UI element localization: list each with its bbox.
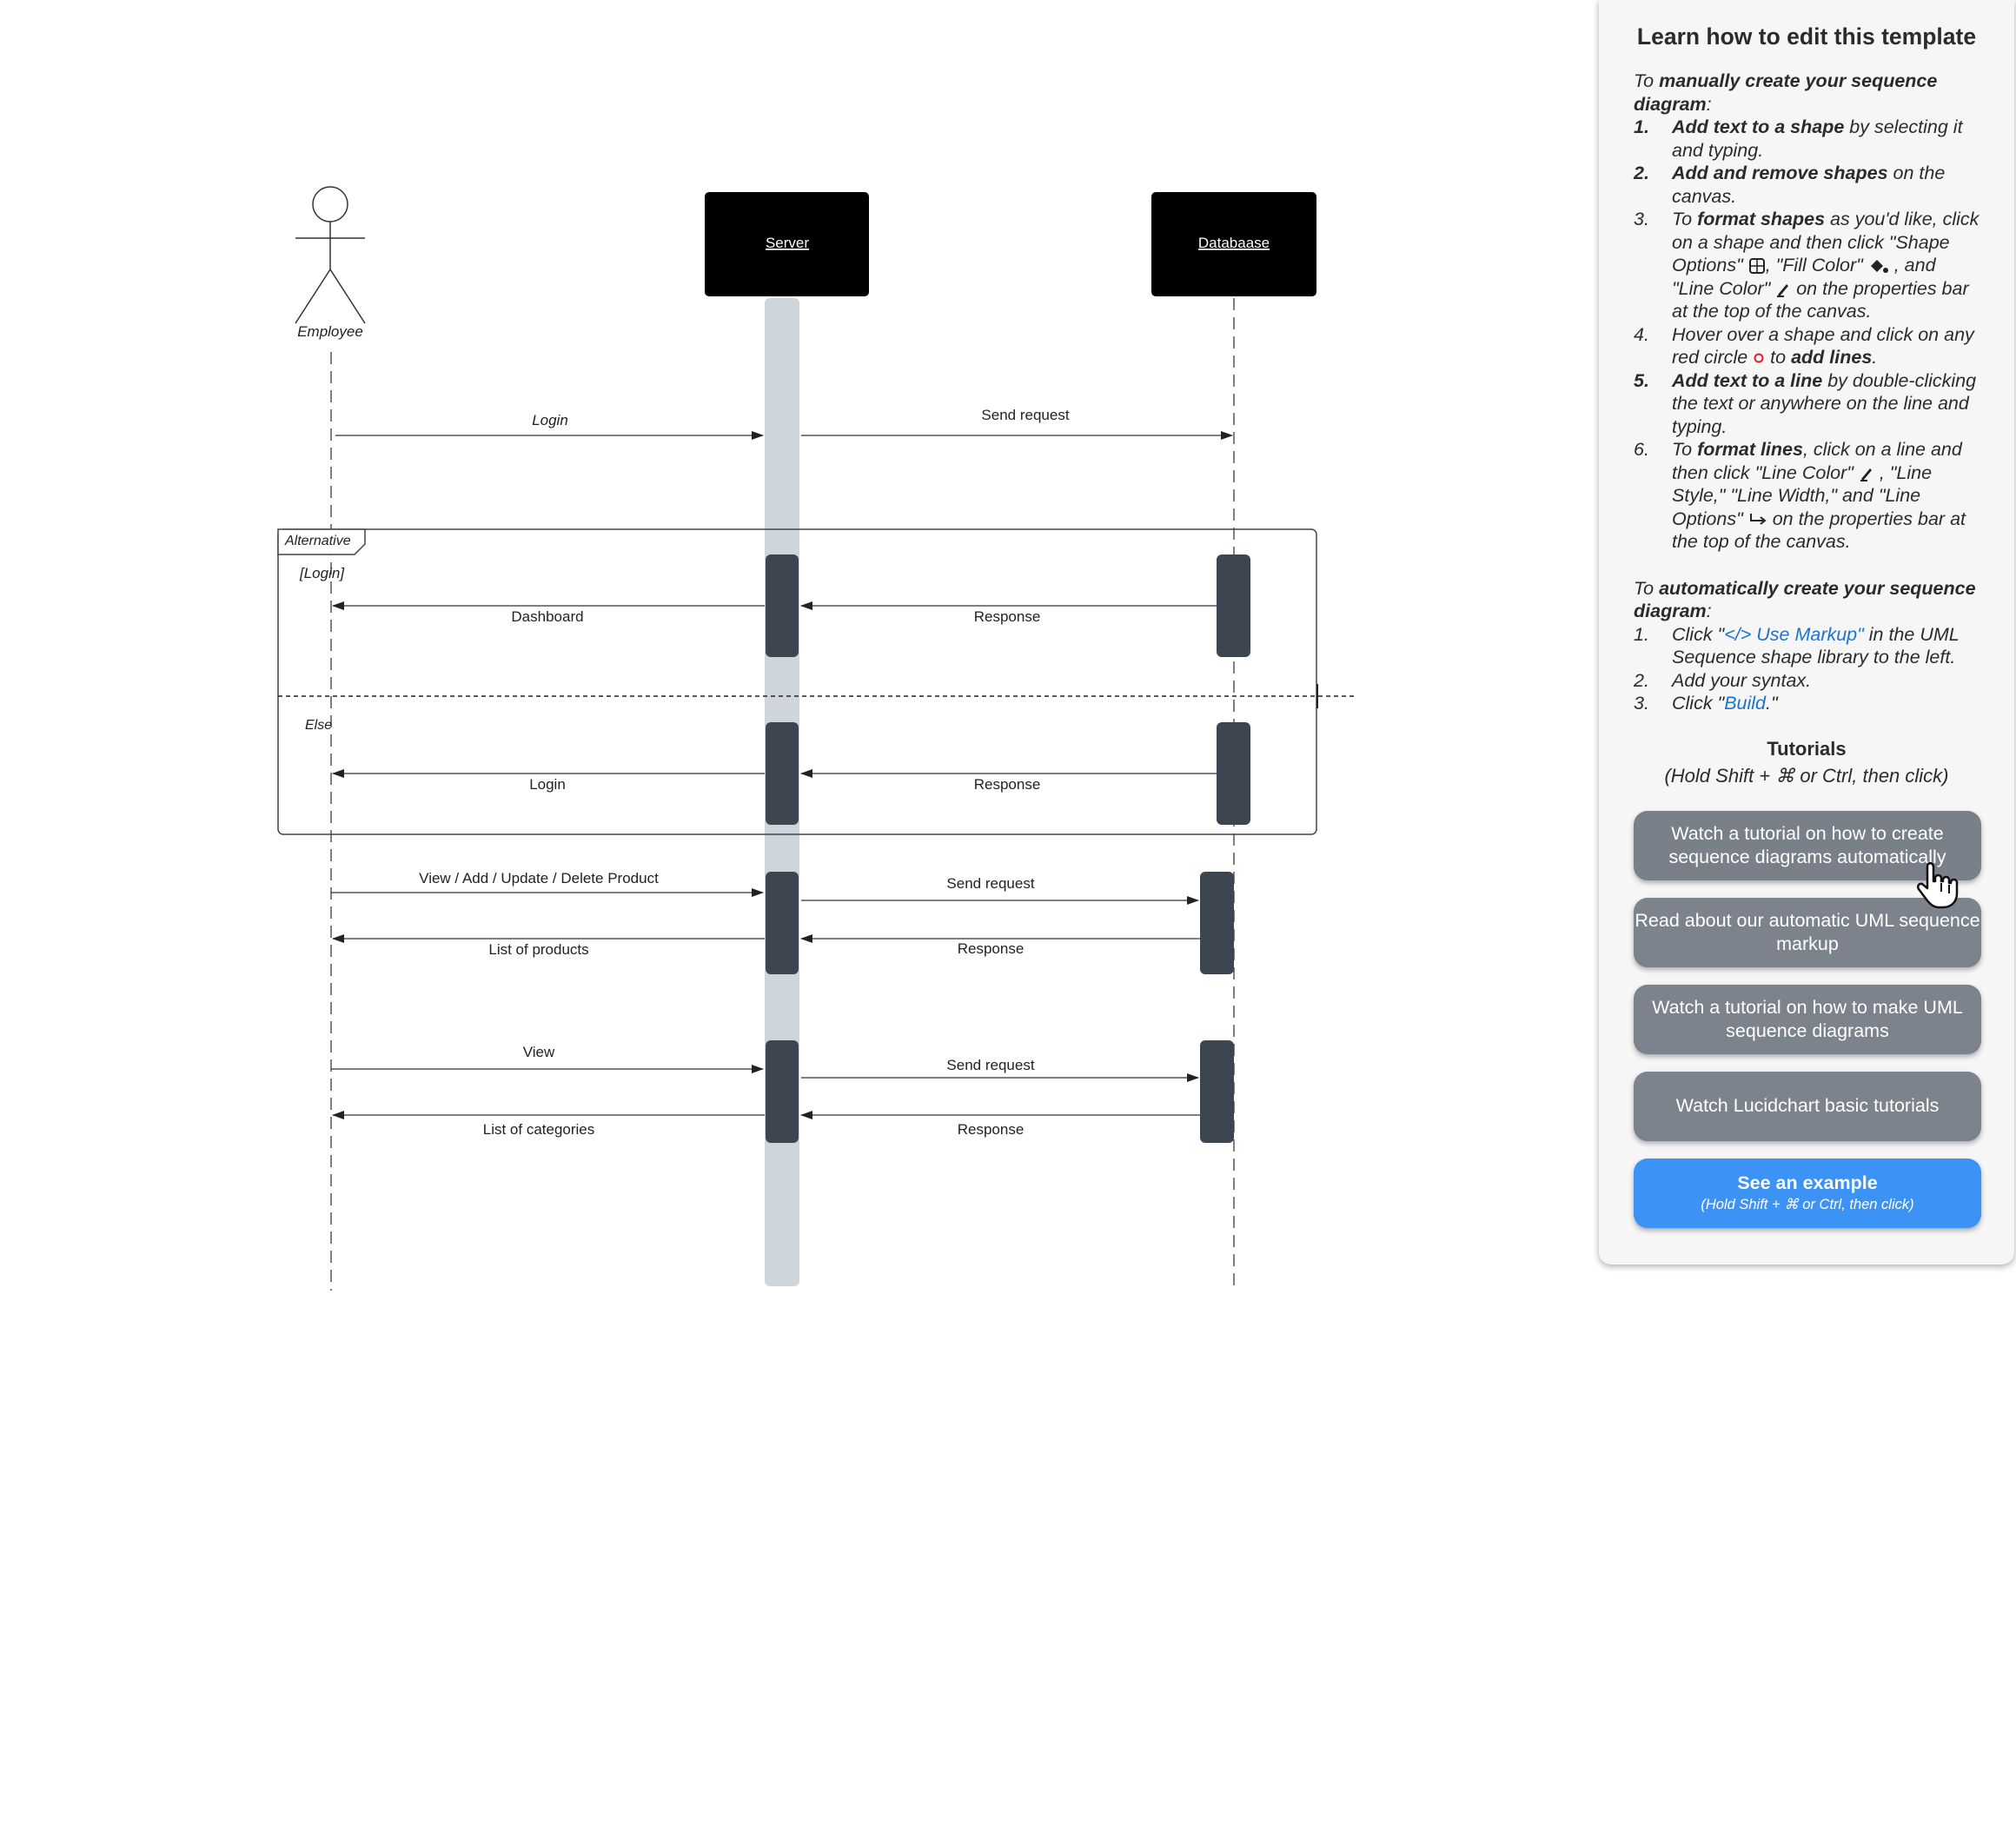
message-list-products-label[interactable]: List of products xyxy=(488,941,588,958)
message-response-1-label[interactable]: Response xyxy=(974,608,1041,625)
hand-cursor-icon xyxy=(1916,861,1959,909)
message-send-request-2-label[interactable]: Send request xyxy=(946,875,1034,892)
red-circle-icon xyxy=(1754,353,1764,363)
lucidchart-basic-tutorials-button[interactable]: Watch Lucidchart basic tutorials xyxy=(1634,1071,1981,1141)
actor-label: Employee xyxy=(297,323,363,340)
message-response-3-label[interactable]: Response xyxy=(958,940,1025,957)
shape-options-icon xyxy=(1748,258,1765,275)
tutorials-subtitle: (Hold Shift + ⌘ or Ctrl, then click) xyxy=(1664,765,1949,787)
sequence-diagram: Employee Server Databaase Login Send req… xyxy=(277,186,1354,1291)
message-send-request-3-label[interactable]: Send request xyxy=(946,1057,1034,1073)
tutorial-uml-sequence-button[interactable]: Watch a tutorial on how to make UML sequ… xyxy=(1634,984,1981,1054)
server-activation[interactable] xyxy=(766,722,799,825)
manual-step-2: 2.Add and remove shapes on the canvas. xyxy=(1634,163,1946,207)
auto-intro: To automatically create your sequence di… xyxy=(1634,577,1976,622)
use-markup-link[interactable]: </> Use Markup" xyxy=(1724,623,1864,645)
participant-database-label: Databaase xyxy=(1198,235,1270,251)
line-color-icon xyxy=(1860,468,1872,481)
message-response-4-label[interactable]: Response xyxy=(958,1121,1025,1138)
auto-step-3: 3.Click "Build." xyxy=(1634,693,1778,714)
message-view-add-label[interactable]: View / Add / Update / Delete Product xyxy=(419,870,659,886)
fill-color-icon xyxy=(1870,260,1888,274)
server-activation[interactable] xyxy=(766,872,799,974)
server-activation[interactable] xyxy=(766,1040,799,1143)
manual-step-1: 1.Add text to a shape by selecting it an… xyxy=(1634,116,1963,161)
tutorials-title: Tutorials xyxy=(1767,737,1847,760)
message-login-label[interactable]: Login xyxy=(532,412,568,428)
tutorial-auto-sequence-button[interactable]: Watch a tutorial on how to create sequen… xyxy=(1634,810,1981,880)
read-markup-button[interactable]: Read about our automatic UML sequence ma… xyxy=(1634,897,1981,967)
alt-operator-label: Alternative xyxy=(284,534,351,548)
database-activation[interactable] xyxy=(1200,872,1234,974)
auto-step-1: 1.Click "</> Use Markup" in the UML Sequ… xyxy=(1634,623,1960,668)
manual-steps: 1.Add text to a shape by selecting it an… xyxy=(1634,116,1980,554)
participant-database[interactable]: Databaase xyxy=(1151,192,1316,296)
see-example-button[interactable]: See an example (Hold Shift + ⌘ or Ctrl, … xyxy=(1634,1158,1981,1228)
line-options-icon xyxy=(1749,513,1767,525)
panel-title: Learn how to edit this template xyxy=(1636,23,1977,50)
message-view-label[interactable]: View xyxy=(523,1044,555,1060)
help-panel: Learn how to edit this template To manua… xyxy=(1599,0,2014,1265)
manual-step-3: 3.To format shapes as you'd like, click … xyxy=(1634,209,1980,322)
actor-employee[interactable]: Employee xyxy=(295,186,366,340)
manual-intro: To manually create your sequence diagram… xyxy=(1634,70,1938,115)
participant-server-label: Server xyxy=(766,235,809,251)
alt-guard-label: [Login] xyxy=(299,565,345,581)
database-activation[interactable] xyxy=(1217,554,1250,657)
alt-fragment[interactable]: Alternative [Login] Else xyxy=(277,528,1354,835)
manual-step-4: 4.Hover over a shape and click on any re… xyxy=(1634,323,1974,369)
message-list-categories-label[interactable]: List of categories xyxy=(483,1121,595,1138)
auto-steps: 1.Click "</> Use Markup" in the UML Sequ… xyxy=(1634,623,1980,715)
manual-step-5: 5.Add text to a line by double-clicking … xyxy=(1634,369,1977,437)
message-login-return-label[interactable]: Login xyxy=(529,776,566,793)
build-link[interactable]: Build xyxy=(1724,693,1766,714)
else-label: Else xyxy=(305,718,332,733)
database-activation[interactable] xyxy=(1217,722,1250,825)
message-dashboard-label[interactable]: Dashboard xyxy=(511,608,583,625)
participant-server[interactable]: Server xyxy=(705,192,869,296)
database-activation[interactable] xyxy=(1200,1040,1234,1143)
manual-step-6: 6.To format lines, click on a line and t… xyxy=(1634,439,1966,552)
auto-step-2: 2.Add your syntax. xyxy=(1634,669,1812,691)
message-send-request-1-label[interactable]: Send request xyxy=(981,407,1069,423)
message-response-2-label[interactable]: Response xyxy=(974,776,1041,793)
line-color-icon xyxy=(1777,283,1789,297)
server-activation[interactable] xyxy=(766,554,799,657)
